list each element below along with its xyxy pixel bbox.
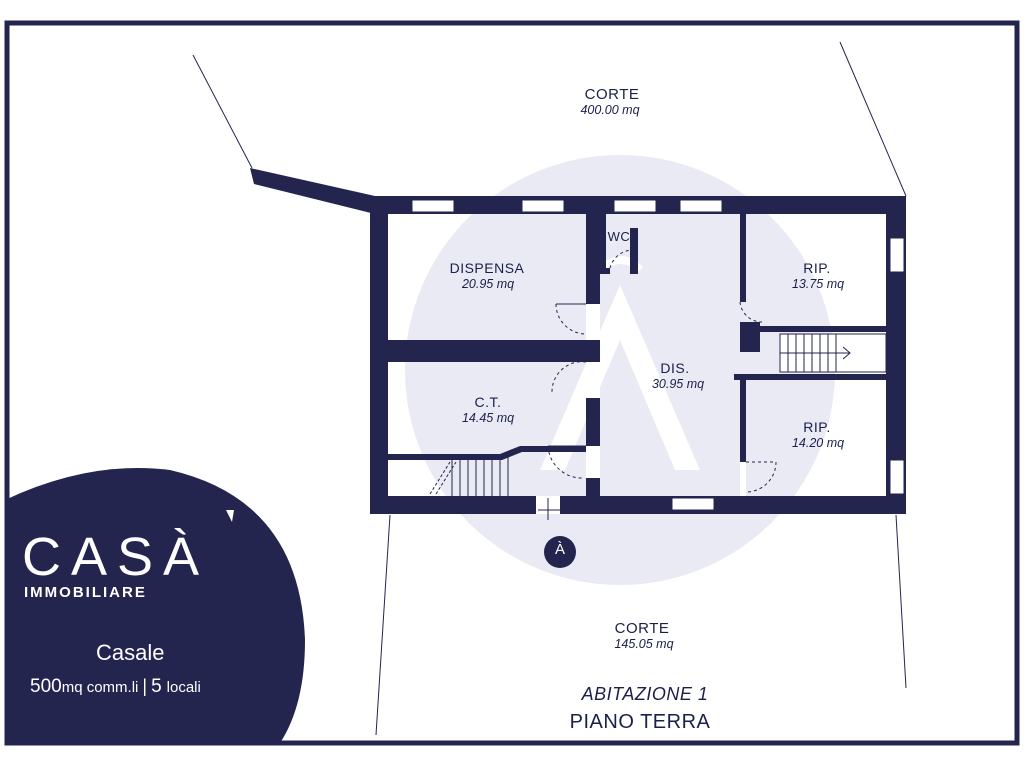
windows <box>411 199 905 511</box>
brand-tagline: IMMOBILIARE <box>24 584 147 601</box>
watermark-logo-icon <box>405 155 835 585</box>
courtyard-bottom-name: CORTE <box>614 620 670 637</box>
room-ct-area: 14.45 mq <box>461 411 515 425</box>
brand-separator: | <box>142 676 148 696</box>
floor-unit-title: ABITAZIONE 1 <box>581 684 709 704</box>
property-lines <box>192 41 907 736</box>
floor-level-title: PIANO TERRA <box>569 711 711 733</box>
room-ct-name: C.T. <box>474 394 502 410</box>
doors <box>536 249 777 520</box>
brand-rooms-unit: locali <box>166 679 201 696</box>
brand-rooms-value: 5 <box>151 676 162 697</box>
room-rip-top-name: RIP. <box>803 260 831 276</box>
stairs-ct-icon <box>429 454 509 496</box>
brand-details: 500mq comm.li|5 locali <box>30 676 201 698</box>
room-dispensa-area: 20.95 mq <box>461 277 515 291</box>
room-rip-bottom-name: RIP. <box>803 419 831 435</box>
room-dispensa-name: DISPENSA <box>449 260 525 276</box>
room-dis-area: 30.95 mq <box>651 377 705 391</box>
courtyard-top-name: CORTE <box>584 86 640 103</box>
room-dis-name: DIS. <box>660 360 690 376</box>
stairs-icon <box>779 333 887 373</box>
brand-property-type: Casale <box>96 640 165 665</box>
room-rip-top-area: 13.75 mq <box>791 277 845 291</box>
courtyard-top-area: 400.00 mq <box>580 103 640 117</box>
courtyard-bottom-area: 145.05 mq <box>614 637 674 651</box>
room-rip-bottom-area: 14.20 mq <box>791 436 845 450</box>
brand-logo-text: CASÀ <box>22 527 210 587</box>
walls <box>370 196 906 514</box>
page-frame <box>4 20 1020 746</box>
brand-size-value: 500 <box>30 676 62 697</box>
wall-extension <box>250 168 375 214</box>
room-wc-name: WC <box>607 229 631 244</box>
brand-size-unit: mq comm.li <box>61 679 139 696</box>
entrance-marker-label: À <box>554 541 566 558</box>
entrance-marker-icon <box>544 536 576 568</box>
